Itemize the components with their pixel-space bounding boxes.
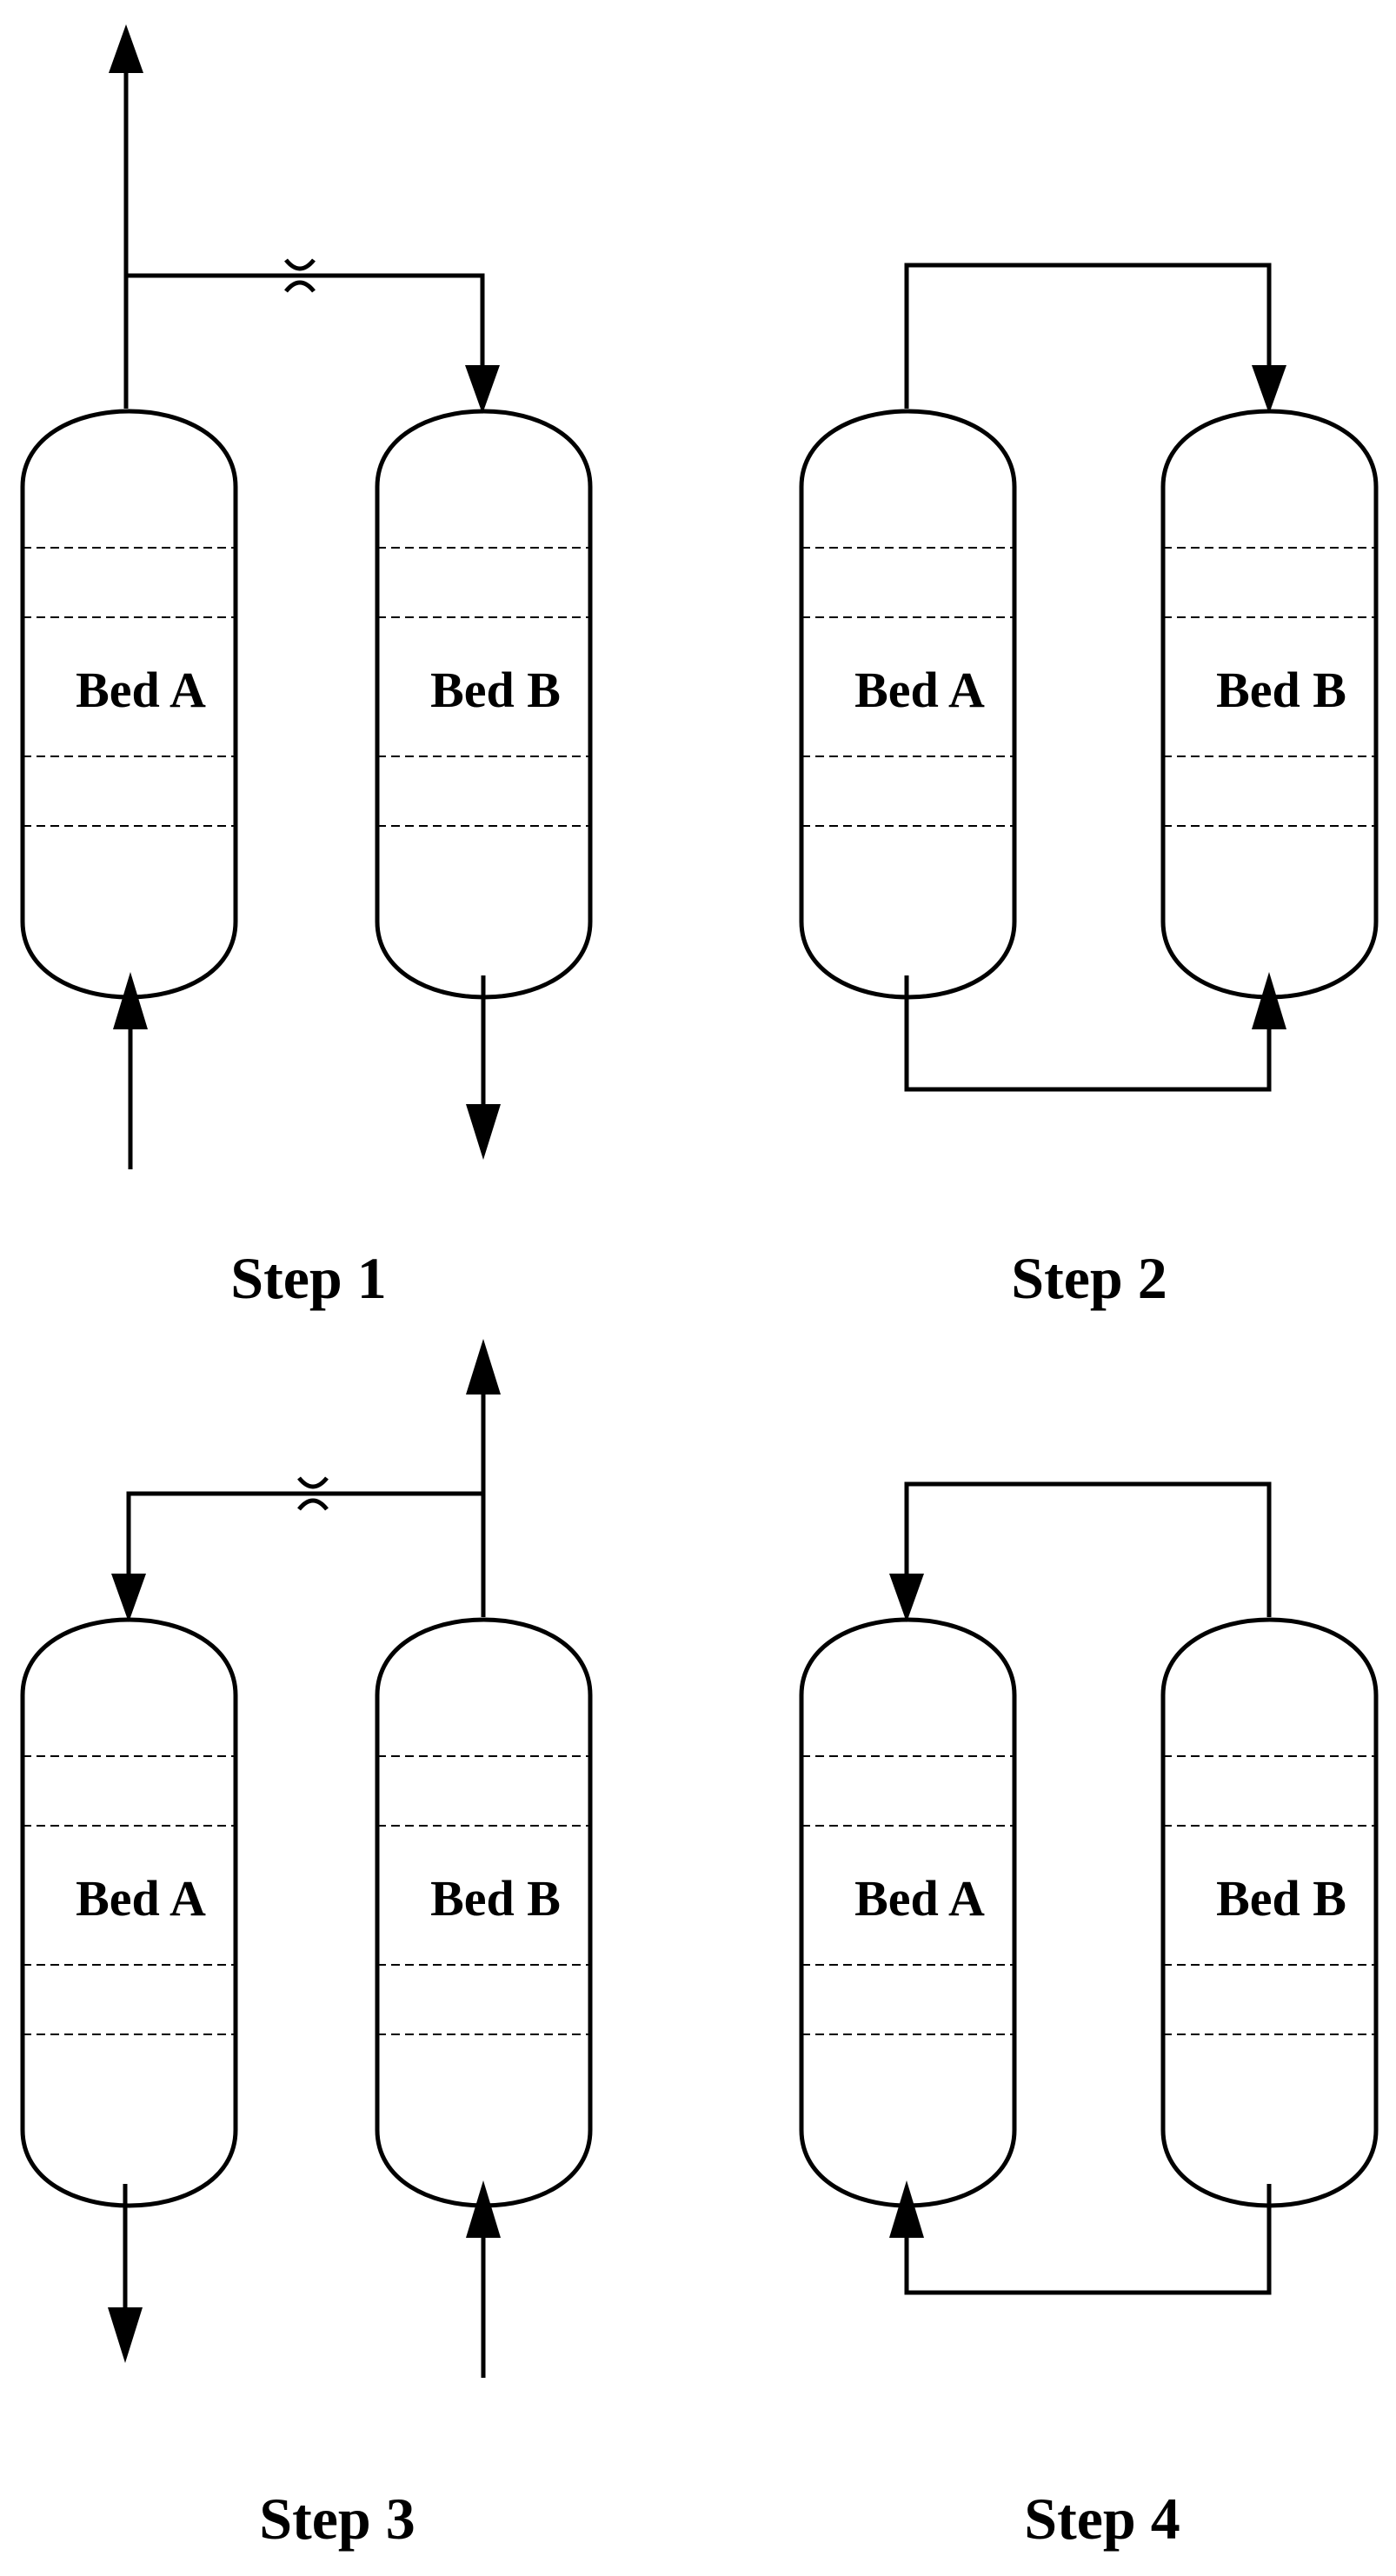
step-2-bottom-arrow-icon <box>1252 972 1286 1029</box>
step-3-product-arrow-icon <box>466 1339 501 1395</box>
step-3-bed-a-label: Bed A <box>76 1870 206 1927</box>
step-1-product-arrow-icon <box>109 24 143 73</box>
step-4-top-equalization-line <box>904 1481 1272 1617</box>
step-2-top-equalization-line <box>904 263 1272 409</box>
step-3-bed-a: Bed A <box>23 1620 236 2206</box>
step-1-bed-b: Bed B <box>377 411 590 997</box>
step-2-panel: Bed A Bed B Step 2 <box>801 263 1376 1311</box>
step-3-purge-arrow-icon <box>111 1574 146 1622</box>
step-1-bed-a: Bed A <box>23 411 236 997</box>
step-2-top-arrow-icon <box>1252 365 1286 414</box>
step-2-bed-a-label: Bed A <box>854 662 985 718</box>
step-2-bed-b: Bed B <box>1163 411 1376 997</box>
step-1-purge-arrow-icon <box>465 365 500 414</box>
step-3-bed-b-label: Bed B <box>430 1870 561 1927</box>
step-3-label: Step 3 <box>259 2486 415 2552</box>
step-2-bed-b-label: Bed B <box>1216 662 1346 718</box>
step-4-bottom-equalization-line <box>904 2184 1272 2295</box>
step-4-bed-a: Bed A <box>801 1620 1014 2206</box>
step-3-purge-line <box>126 1491 483 1577</box>
step-4-bed-b-label: Bed B <box>1216 1870 1346 1927</box>
step-1-label: Step 1 <box>230 1245 386 1311</box>
step-1-bed-a-label: Bed A <box>76 662 206 718</box>
step-1-purge-line <box>126 273 485 369</box>
step-1-feed-arrow-icon <box>113 972 148 1029</box>
step-2-label: Step 2 <box>1011 1245 1167 1311</box>
step-3-feed-arrow-icon <box>466 2180 501 2238</box>
step-1-exhaust-arrow-icon <box>466 1104 501 1160</box>
step-3-panel: Bed A Bed B Step 3 <box>23 1339 590 2552</box>
step-1-bed-b-label: Bed B <box>430 662 561 718</box>
step-3-exhaust-arrow-icon <box>108 2307 143 2363</box>
step-1-panel: Bed A Bed B Step 1 <box>23 24 590 1311</box>
step-4-bed-b: Bed B <box>1163 1620 1376 2206</box>
step-4-panel: Bed A Bed B Step 4 <box>801 1481 1376 2552</box>
step-4-bottom-arrow-icon <box>889 2180 924 2238</box>
step-3-bed-b: Bed B <box>377 1620 590 2206</box>
step-4-top-arrow-icon <box>889 1574 924 1622</box>
step-4-bed-a-label: Bed A <box>854 1870 985 1927</box>
step-4-label: Step 4 <box>1024 2486 1180 2552</box>
step-2-bed-a: Bed A <box>801 411 1014 997</box>
step-2-bottom-equalization-line <box>904 975 1272 1092</box>
